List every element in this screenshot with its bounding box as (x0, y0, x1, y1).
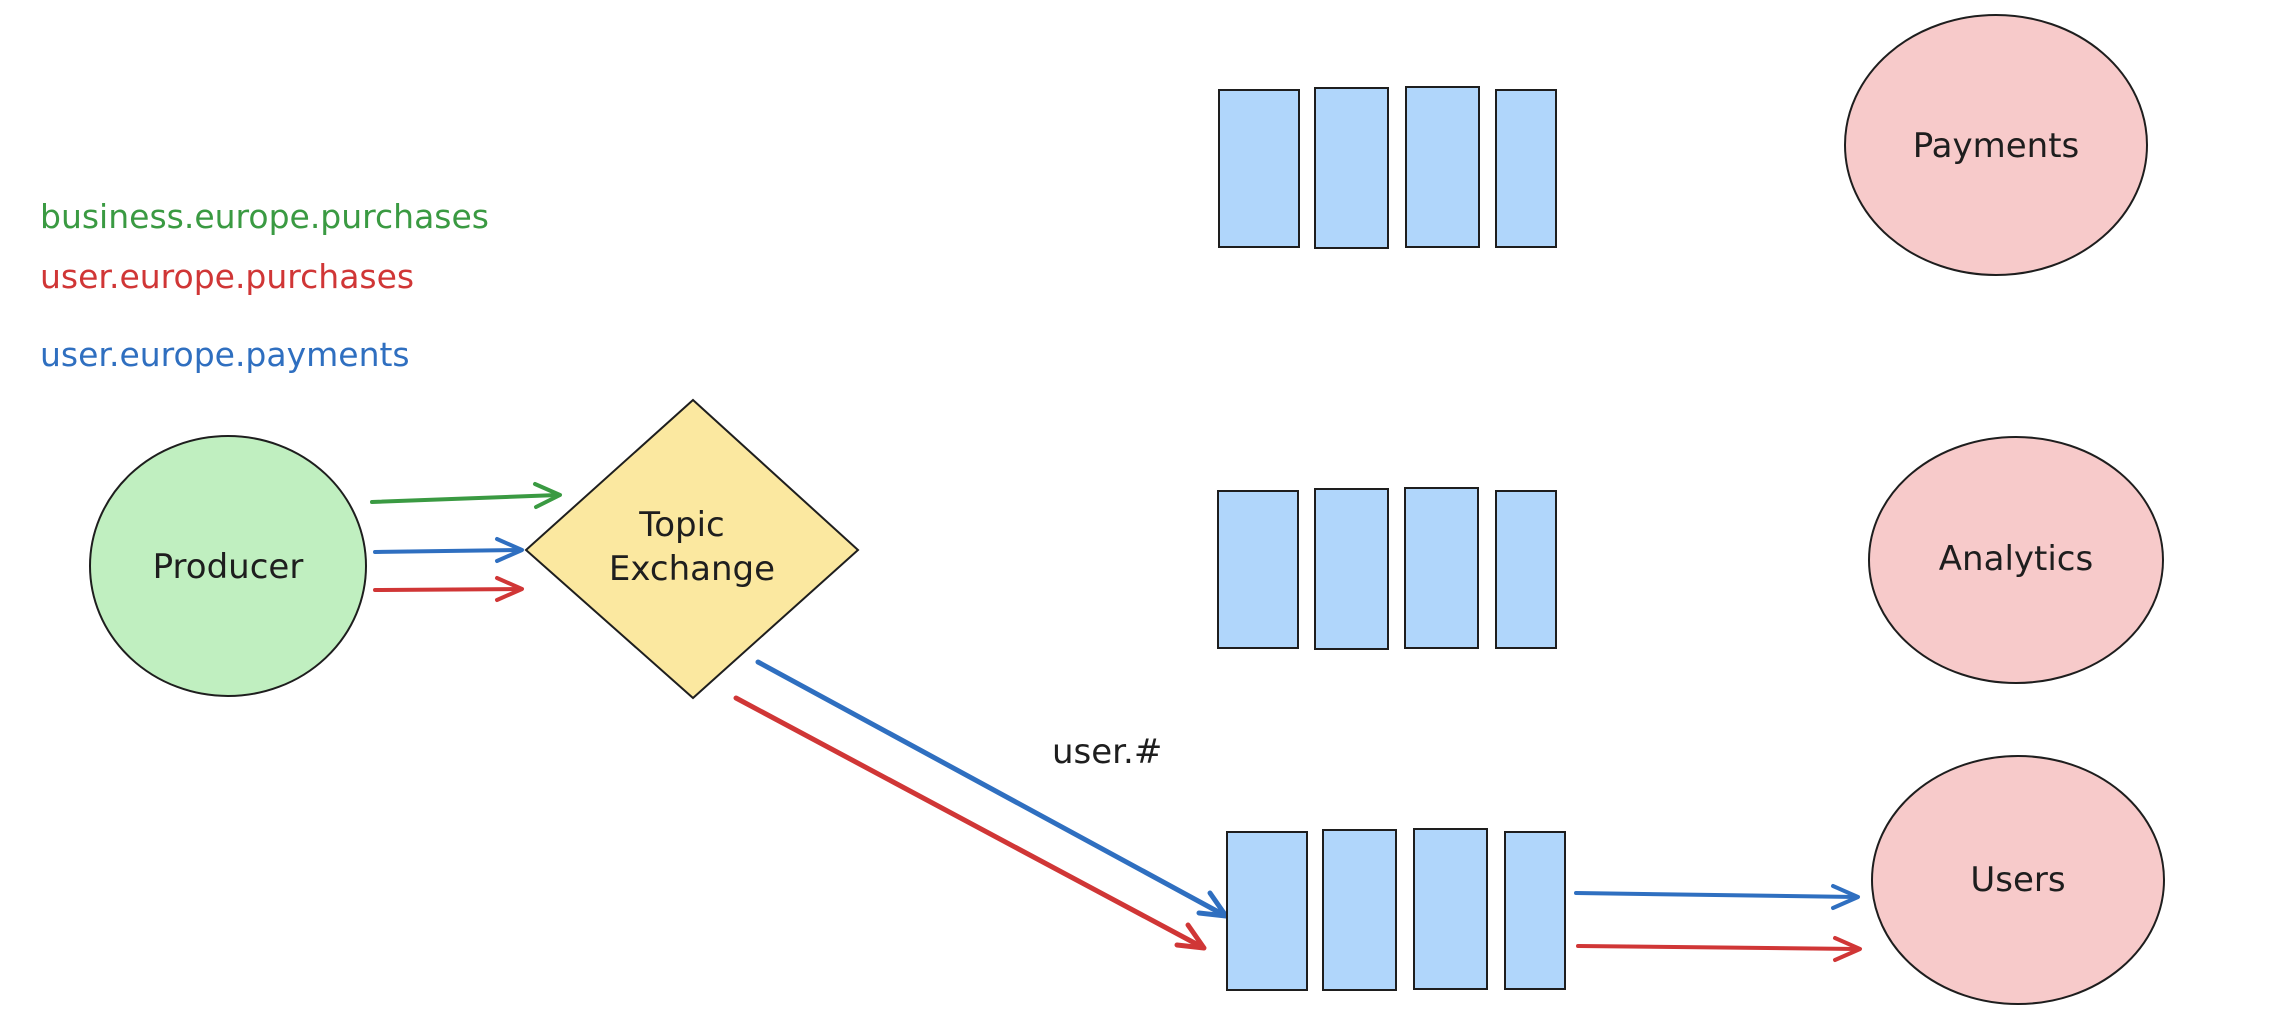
topic-exchange-node: Topic Exchange (524, 398, 860, 700)
arrow-red-producer-to-exchange (373, 576, 524, 602)
exchange-label-line1: Topic (638, 505, 725, 545)
exchange-diamond (524, 398, 860, 700)
users-queue-to-consumer-arrows (1574, 884, 1862, 962)
users-circle (1871, 755, 2165, 1005)
queue-payments (1218, 86, 1557, 249)
arrow-blue-exchange-to-users-queue (755, 659, 1229, 919)
queue-message-slot (1495, 490, 1557, 649)
consumer-analytics: Analytics (1868, 436, 2164, 684)
analytics-circle (1868, 436, 2164, 684)
queue-message-slot (1413, 828, 1488, 990)
queue-message-slot (1322, 829, 1397, 991)
arrow-red-queue-to-users (1576, 936, 1862, 962)
binding-key-label: user.# (1052, 732, 1162, 772)
routing-key-user-europe-payments: user.europe.payments (40, 335, 410, 374)
exchange-to-users-queue-arrows (733, 659, 1229, 951)
queue-message-slot (1217, 490, 1299, 649)
queue-message-slot (1314, 488, 1389, 650)
exchange-label-line2: Exchange (609, 549, 775, 589)
queue-message-slot (1226, 831, 1308, 991)
queue-message-slot (1218, 89, 1300, 248)
routing-key-user-europe-purchases: user.europe.purchases (40, 257, 414, 296)
queue-message-slot (1504, 831, 1566, 990)
consumer-users: Users (1871, 755, 2165, 1005)
payments-circle (1844, 14, 2148, 276)
users-label: Users (1970, 860, 2065, 900)
routing-key-business-europe-purchases: business.europe.purchases (40, 197, 489, 236)
arrow-red-exchange-to-users-queue (733, 695, 1207, 951)
producer-node: Producer (89, 435, 367, 697)
queue-message-slot (1405, 86, 1480, 248)
arrow-blue-producer-to-exchange (373, 537, 524, 563)
arrow-blue-queue-to-users (1574, 884, 1860, 910)
consumer-payments: Payments (1844, 14, 2148, 276)
routing-key-legend: business.europe.purchases user.europe.pu… (40, 197, 489, 374)
queue-message-slot (1314, 87, 1389, 249)
queue-message-slot (1404, 487, 1479, 649)
queue-users (1226, 828, 1566, 991)
queue-message-slot (1495, 89, 1557, 248)
arrow-green-producer-to-exchange (370, 482, 562, 509)
queue-analytics (1217, 487, 1557, 650)
producer-label: Producer (153, 547, 304, 587)
analytics-label: Analytics (1939, 539, 2093, 579)
producer-to-exchange-arrows (370, 482, 562, 602)
payments-label: Payments (1913, 126, 2080, 166)
producer-circle (89, 435, 367, 697)
